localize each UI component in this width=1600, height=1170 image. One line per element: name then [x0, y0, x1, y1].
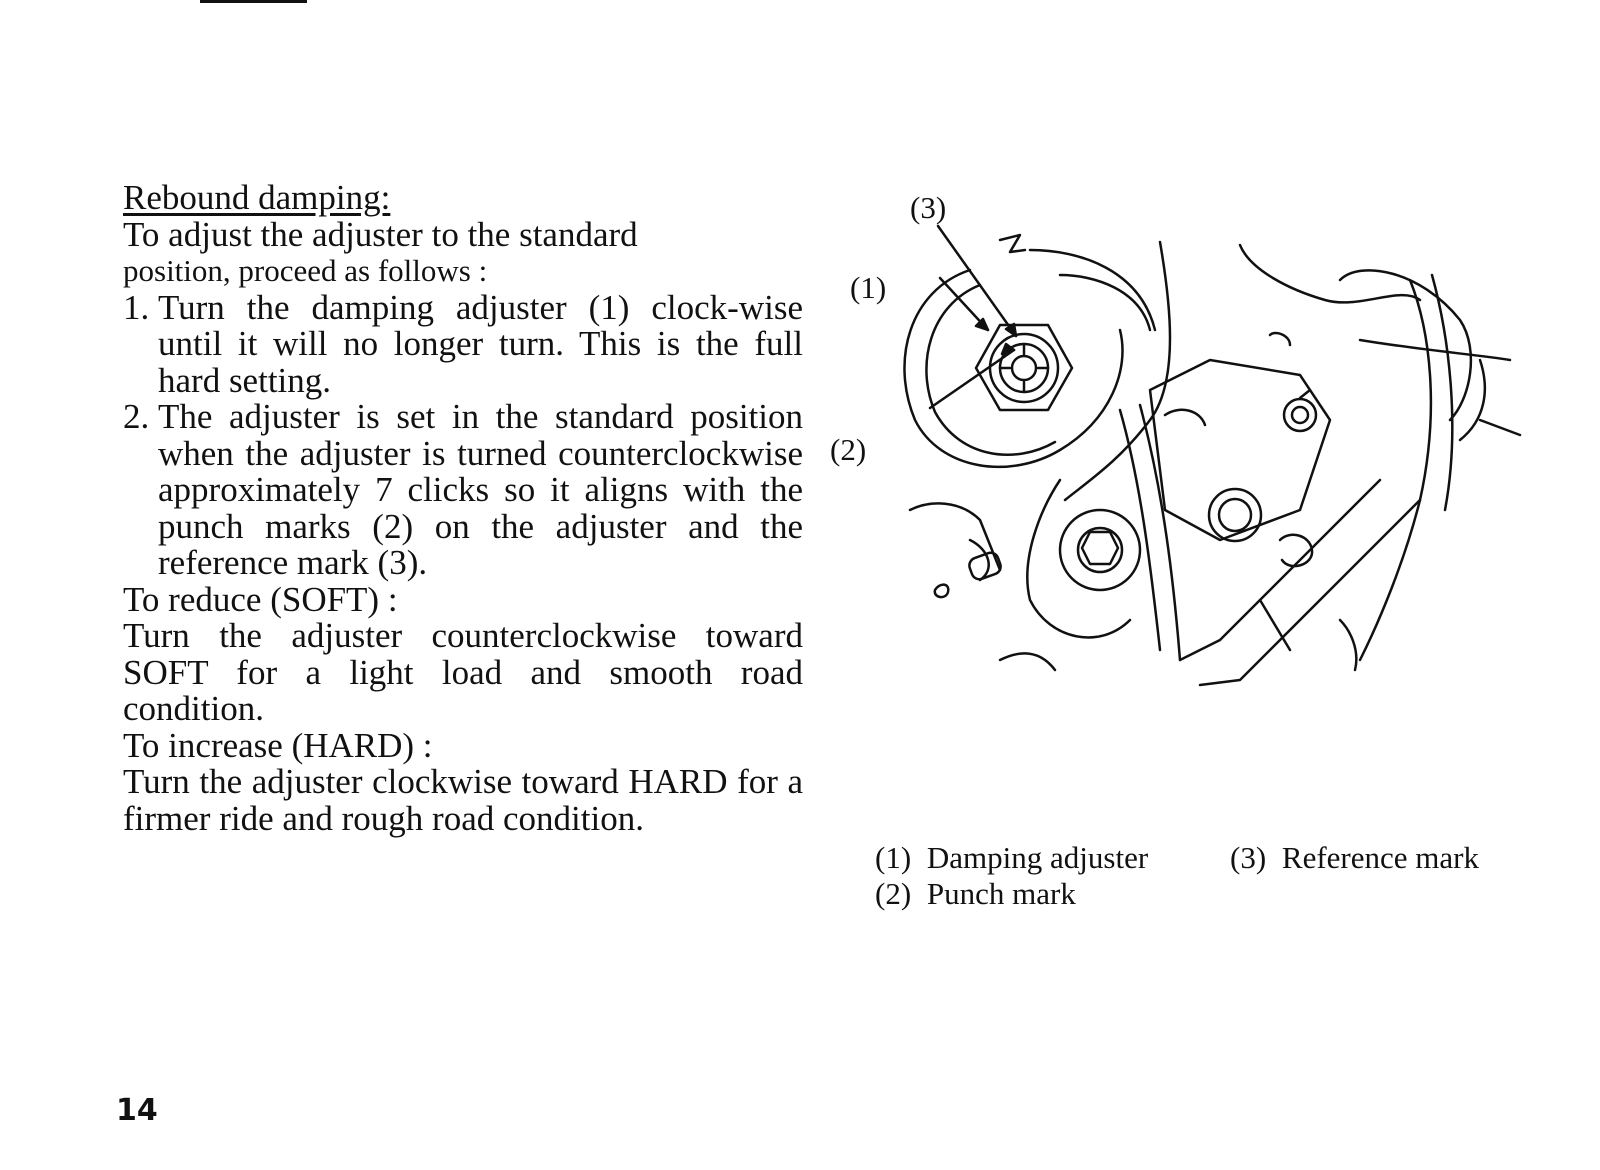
- legend-label: Damping adjuster: [926, 840, 1149, 875]
- legend-item-reference-mark: (3) Reference mark: [1230, 840, 1479, 876]
- hard-text: Turn the adjuster clockwise toward HARD …: [123, 762, 803, 838]
- step-text: Turn the damping adjuster (1) clock-wise…: [158, 287, 803, 400]
- step-text: The adjuster is set in the standard posi…: [158, 397, 803, 582]
- instructions-column: Rebound damping: To adjust the adjuster …: [123, 178, 803, 838]
- callout-2: (2): [830, 432, 867, 467]
- step-2: 2. The adjuster is set in the standard p…: [123, 397, 803, 582]
- intro-line-1: To adjust the adjuster to the standard: [123, 214, 638, 254]
- callout-3: (3): [910, 190, 947, 225]
- legend-item-damping-adjuster: (1) Damping adjuster: [875, 840, 1148, 876]
- legend-label: Punch mark: [926, 876, 1076, 911]
- page-number: 14: [116, 1093, 158, 1128]
- legend-number: (1): [875, 840, 912, 875]
- soft-text: Turn the adjuster counterclockwise towar…: [123, 616, 803, 728]
- legend-number: (2): [875, 876, 912, 911]
- step-number: 1.: [123, 287, 150, 327]
- top-rule: [200, 0, 307, 3]
- legend-item-punch-mark: (2) Punch mark: [875, 876, 1076, 912]
- step-number: 2.: [123, 397, 150, 436]
- hard-heading: To increase (HARD) :: [123, 725, 433, 765]
- shock-absorber-drawing: [903, 224, 1522, 687]
- intro-line-2: position, proceed as follows :: [123, 253, 488, 288]
- soft-heading: To reduce (SOFT) :: [123, 579, 398, 619]
- legend-number: (3): [1230, 840, 1267, 875]
- callout-1: (1): [850, 270, 887, 305]
- section-heading: Rebound damping:: [123, 178, 391, 217]
- adjuster-illustration: (3) (1) (2): [820, 180, 1540, 740]
- step-1: 1. Turn the damping adjuster (1) clock-w…: [123, 287, 803, 400]
- legend-label: Reference mark: [1281, 840, 1479, 875]
